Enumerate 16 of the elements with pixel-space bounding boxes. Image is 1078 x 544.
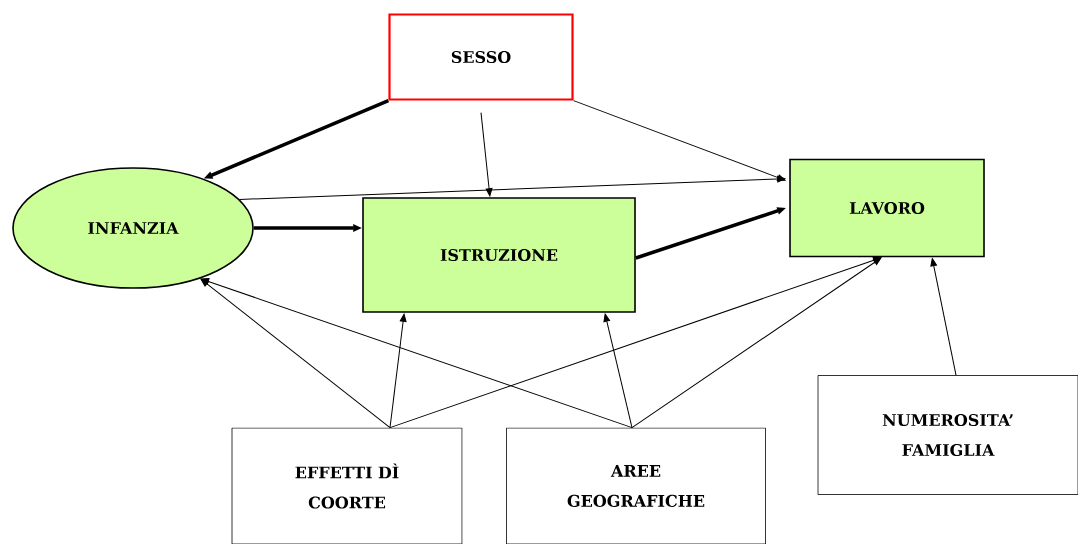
outcome-box: ISTRUZIONE xyxy=(362,197,636,313)
factor-box: AREE GEOGRAFICHE xyxy=(506,427,766,544)
arrow xyxy=(389,256,882,429)
outcome-box: LAVORO xyxy=(789,158,985,258)
factor-box: NUMEROSITA’ FAMIGLIA xyxy=(817,375,1078,495)
arrow xyxy=(603,313,633,429)
arrow xyxy=(389,313,407,429)
arrow xyxy=(480,112,493,197)
arrow xyxy=(573,100,786,181)
factor-box: SESSO xyxy=(388,13,574,101)
arrow xyxy=(631,257,882,429)
factor-box: EFFETTI DÌ COORTE xyxy=(231,427,463,544)
arrow xyxy=(239,175,786,200)
arrow xyxy=(930,258,957,376)
arrow xyxy=(200,278,391,429)
arrow xyxy=(200,278,633,429)
